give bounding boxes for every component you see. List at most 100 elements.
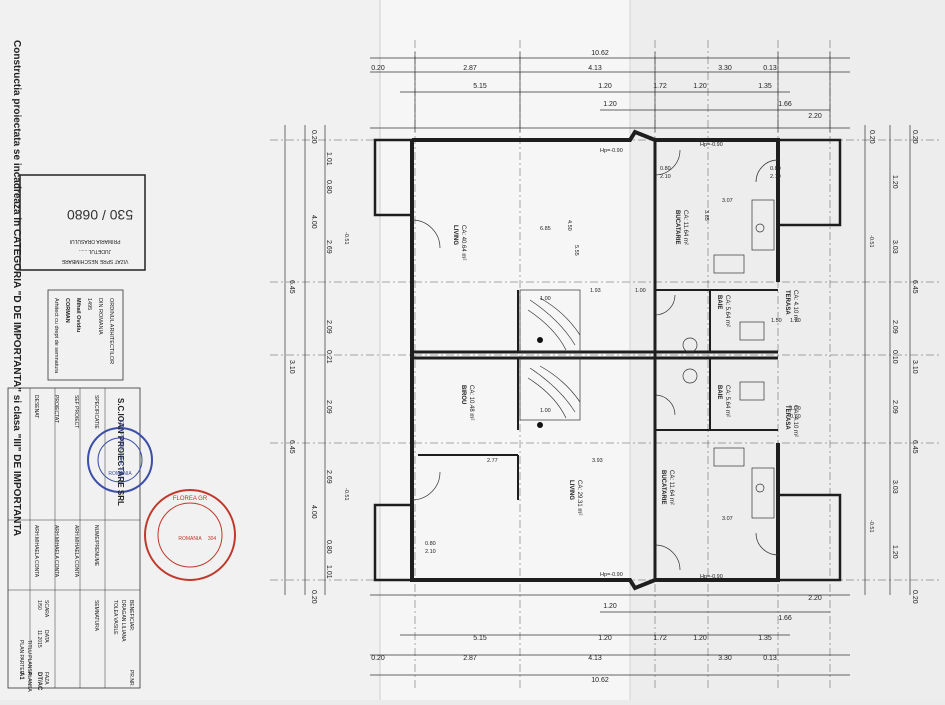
door-mark: 2.10 [770, 174, 781, 180]
dimension-label: 2.09 [325, 400, 332, 414]
phase-value: DT/AC [36, 672, 42, 691]
dimension-label: 6.45 [288, 440, 295, 454]
title-value: PLAN PARTER [18, 640, 24, 675]
room-name: BAIE [716, 295, 722, 309]
tb-row-label: DESENAT [33, 395, 39, 418]
round-stamp-inner: ROMANIA [108, 471, 132, 477]
dimension-label: 1.72 [653, 635, 667, 642]
dimension-label: 1.20 [603, 101, 617, 108]
dimension-label: 1.00 [540, 296, 551, 302]
dimension-label: 3.30 [718, 65, 732, 72]
dimension-label: 0.13 [763, 655, 777, 662]
dimension-label: 1.20 [693, 635, 707, 642]
dimension-label: 2.87 [463, 65, 477, 72]
dimension-label: 4.00 [310, 505, 317, 519]
red-stamp-inner: ROMANIA [178, 536, 202, 542]
dimension-label: 3.10 [288, 360, 295, 374]
dimension-label: 0.20 [911, 590, 918, 604]
dimension-label: 2.20 [808, 113, 822, 120]
top-dimension-lines [370, 52, 850, 132]
dimension-label: 1.20 [598, 635, 612, 642]
dimension-label: 1.35 [758, 635, 772, 642]
tb-row-label: SEF PROIECT [73, 395, 79, 428]
room-name: BUCATARIE [660, 470, 666, 504]
dimension-label: 6.45 [288, 280, 295, 294]
elevation-mark: -0.51 [343, 488, 349, 501]
dimension-label: 10.62 [591, 677, 609, 684]
dimension-label: 0.80 [325, 540, 332, 554]
dimension-label: 0.13 [763, 65, 777, 72]
dimension-label: 3.93 [592, 458, 603, 464]
dimension-label: 1.20 [891, 175, 898, 189]
architect-stamp-line: CORMAN [64, 298, 70, 323]
dimension-label: 3.03 [891, 240, 898, 254]
red-stamp-num: 304 [208, 536, 217, 542]
dimension-label: 2.09 [891, 320, 898, 334]
company-round-stamp [87, 427, 153, 493]
staircase [519, 289, 581, 428]
date-label: DATA [43, 630, 49, 643]
category-note: Constructia proiectata se incadreaza in … [11, 40, 22, 536]
dimension-label: 6.45 [911, 440, 918, 454]
room-area: CA: 40.64 m² [460, 225, 466, 260]
room-name: BAIE [716, 385, 722, 399]
project-label: PR.NR. [128, 670, 134, 687]
dimension-label: 5.15 [473, 635, 487, 642]
dimension-label: 4.13 [588, 65, 602, 72]
red-round-stamp [144, 489, 236, 581]
dimension-label: 3.10 [911, 360, 918, 374]
dimension-label: 3.07 [722, 516, 733, 522]
door-mark: 0.80 [425, 541, 436, 547]
dimension-label: 1.20 [790, 318, 801, 324]
dimension-label: 2.77 [487, 458, 498, 464]
dimension-label: 2.09 [325, 320, 332, 334]
dimension-label: 1.50 [771, 318, 782, 324]
scale-value: 1/50 [36, 600, 42, 610]
room-area: CA: 10.48 m² [468, 385, 474, 420]
room-name: BUCATARIE [674, 210, 680, 244]
dimension-label: 1.20 [693, 83, 707, 90]
tb-row-value: ARH.MIHAELA CONTA [33, 525, 39, 578]
door-mark: 0.80 [770, 166, 781, 172]
architect-stamp-line: 1495 [86, 298, 92, 310]
room-area: CA: 11.64 m² [668, 470, 674, 505]
elevation-mark: -0.51 [343, 232, 349, 245]
doors [411, 149, 779, 571]
tb-row-value: ARH.MIHAELA CONTA [53, 525, 59, 578]
beneficiary-line: TOLEA VASILE [112, 600, 118, 635]
room-area: CA: 4.10 m² [792, 290, 798, 322]
beneficiary-line: BENEFICIAR: [128, 600, 134, 631]
dimension-label: 0.20 [868, 130, 875, 144]
room-area: CA: 11.64 m² [682, 210, 688, 245]
stamp-line: VIZAT SPRE NESCHIMBARE [61, 258, 128, 264]
dimension-label: 0.20 [310, 130, 317, 144]
room-name: TERASA [784, 405, 790, 430]
sheet-value: A1 [18, 672, 24, 680]
tb-row-value: ARH.MIHAELA CONTA [73, 525, 79, 578]
dimension-label: 2.69 [325, 240, 332, 254]
dimension-label: 0.20 [911, 130, 918, 144]
left-dimension-lines [284, 125, 326, 595]
dimension-label: 3.85 [703, 210, 709, 221]
room-name: LIVING [452, 225, 458, 245]
date-value: 11.2015 [36, 630, 42, 648]
dimension-label: 4.50 [566, 220, 572, 231]
red-stamp-text: FLOREA GR [173, 496, 208, 502]
dimension-label: 3.03 [891, 480, 898, 494]
tb-row-label: SPECIFICATIE [93, 395, 99, 429]
tb-row-value: NUME/PRENUME [93, 525, 99, 567]
right-dimension-lines [864, 125, 911, 595]
room-name: LIVING [568, 480, 574, 500]
dimension-label: 0.21 [325, 350, 332, 364]
dimension-label: 0.80 [325, 180, 332, 194]
dimension-label: 5.15 [473, 83, 487, 90]
sheet-label: PLANSA [26, 672, 32, 692]
title-label: TITLU PLANSA [26, 640, 32, 676]
dimension-label: 3.07 [722, 198, 733, 204]
company-name: S.C.IOAN PROIECTARE SRL [116, 398, 125, 506]
scale-label: SCARA [43, 600, 49, 618]
dimension-label: 2.69 [325, 470, 332, 484]
room-area: CA: 29.31 m² [576, 480, 582, 515]
level-mark: Hp=-0.90 [700, 142, 723, 148]
